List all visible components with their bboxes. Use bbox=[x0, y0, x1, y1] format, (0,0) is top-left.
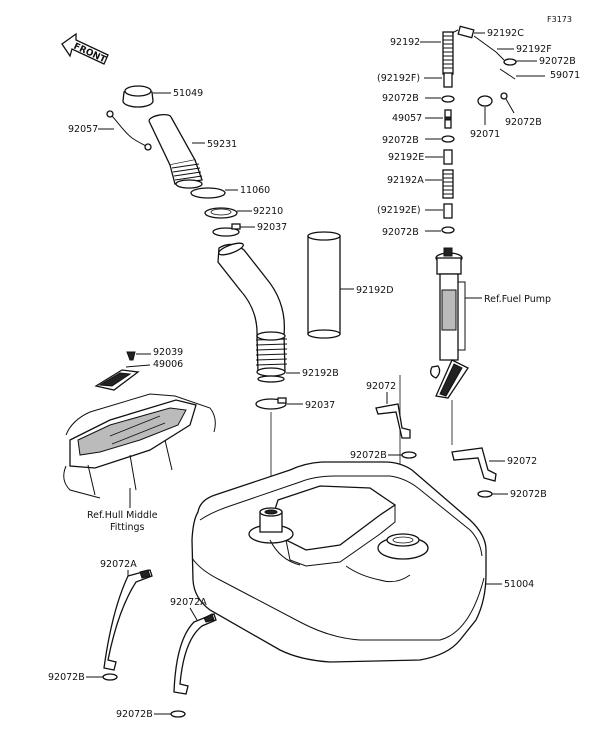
clip-92072B-bl1 bbox=[102, 673, 118, 681]
label-92192F-paren: (92192F) bbox=[377, 73, 420, 84]
nut-92210 bbox=[204, 207, 238, 219]
label-51004: 51004 bbox=[504, 579, 534, 590]
label-92072B-bl1: 92072B bbox=[48, 672, 85, 683]
label-92192E: 92192E bbox=[388, 152, 424, 163]
label-92072A-b: 92072A bbox=[170, 597, 207, 608]
hull-middle-fittings bbox=[63, 351, 216, 499]
label-11060: 11060 bbox=[240, 185, 270, 196]
label-59071: 59071 bbox=[550, 70, 580, 81]
label-ref-hull-2: Fittings bbox=[110, 522, 145, 533]
label-92072B-bl2: 92072B bbox=[116, 709, 153, 720]
label-92039: 92039 bbox=[153, 347, 183, 358]
label-92071: 92071 bbox=[470, 129, 500, 140]
vent-hose-stack bbox=[441, 25, 517, 234]
label-49006: 49006 bbox=[153, 359, 183, 370]
strap-92072-a bbox=[375, 403, 411, 439]
figure-code: F3173 bbox=[547, 15, 572, 24]
strap-92072-b bbox=[451, 447, 497, 482]
clip-92072B-r3 bbox=[477, 490, 493, 498]
clamp-92037-lower bbox=[255, 397, 287, 410]
label-92072B-r3: 92072B bbox=[510, 489, 547, 500]
filler-hose-bent bbox=[217, 242, 286, 337]
clamp-92037-upper bbox=[212, 223, 241, 237]
o-ring-11060 bbox=[190, 187, 226, 199]
label-92072A-a: 92072A bbox=[100, 559, 137, 570]
label-92072B-r2: 92072B bbox=[505, 117, 542, 128]
label-59231: 59231 bbox=[207, 139, 237, 150]
filler-neck bbox=[148, 113, 203, 189]
label-92192D: 92192D bbox=[356, 285, 394, 296]
fuel-cap bbox=[122, 85, 154, 108]
front-arrow-icon: FRONT bbox=[61, 32, 109, 66]
hose-corrugated bbox=[255, 331, 288, 383]
label-92072B-center: 92072B bbox=[350, 450, 387, 461]
label-ref-fuel-pump: Ref.Fuel Pump bbox=[484, 294, 551, 305]
label-92192F: 92192F bbox=[516, 44, 552, 55]
label-92192B: 92192B bbox=[302, 368, 339, 379]
label-92192A: 92192A bbox=[387, 175, 424, 186]
clip-92072B-center bbox=[401, 451, 417, 459]
strap-92072A-left bbox=[103, 569, 153, 671]
label-92037-lower: 92037 bbox=[305, 400, 335, 411]
label-92037-upper: 92037 bbox=[257, 222, 287, 233]
label-49057: 49057 bbox=[392, 113, 422, 124]
front-arrow-label: FRONT bbox=[72, 42, 108, 66]
fuel-pump bbox=[430, 247, 469, 399]
label-92192: 92192 bbox=[390, 37, 420, 48]
clip-92072B-bl2 bbox=[170, 710, 186, 718]
label-92072-b: 92072 bbox=[507, 456, 537, 467]
label-92057: 92057 bbox=[68, 124, 98, 135]
fuel-tank bbox=[191, 461, 487, 663]
strap-92072A-right bbox=[173, 613, 217, 695]
label-92072B-l1: 92072B bbox=[382, 93, 419, 104]
label-92072B-l2: 92072B bbox=[382, 135, 419, 146]
label-92210: 92210 bbox=[253, 206, 283, 217]
cap-strap bbox=[106, 110, 152, 151]
label-92072B-l3: 92072B bbox=[382, 227, 419, 238]
label-92072-a: 92072 bbox=[366, 381, 396, 392]
label-92072B-r1: 92072B bbox=[539, 56, 576, 67]
label-ref-hull-1: Ref.Hull Middle bbox=[87, 510, 158, 521]
hose-92192D bbox=[307, 231, 341, 339]
label-92192C: 92192C bbox=[487, 28, 524, 39]
label-51049: 51049 bbox=[173, 88, 203, 99]
label-92192E-paren: (92192E) bbox=[377, 205, 421, 216]
